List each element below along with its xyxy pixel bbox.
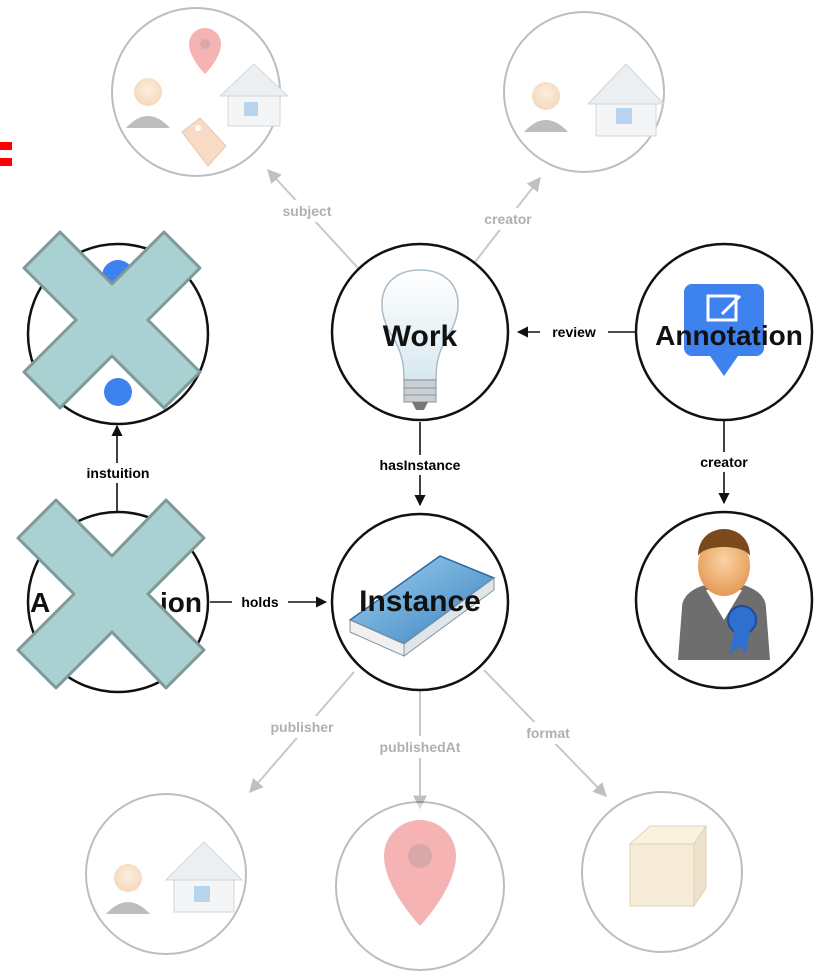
award-person-icon xyxy=(678,529,770,660)
house-icon xyxy=(164,841,244,913)
person-icon xyxy=(106,864,150,914)
node-label-instance: Instance xyxy=(359,585,481,618)
box-icon xyxy=(628,824,707,908)
node-publisher xyxy=(85,793,247,955)
person-icon xyxy=(126,78,170,128)
house-icon xyxy=(218,63,290,127)
book-icon xyxy=(348,555,496,657)
node-creator-top xyxy=(503,11,666,173)
house-icon xyxy=(586,63,666,137)
lightbulb-icon xyxy=(381,269,459,410)
edge-label-instuition: instuition xyxy=(87,465,150,481)
edge-label-hasInstance: hasInstance xyxy=(380,457,461,473)
node-label-partial-start: A xyxy=(30,587,50,618)
red-accent-mark xyxy=(0,142,12,166)
node-label-annotation: Annotation xyxy=(655,320,803,351)
node-work[interactable]: Work xyxy=(330,242,510,422)
map-pin-icon xyxy=(384,820,456,926)
map-pin-icon xyxy=(189,28,221,74)
node-label-work: Work xyxy=(383,320,458,353)
edge-label-publishedAt: publishedAt xyxy=(380,739,461,755)
tag-icon xyxy=(181,117,227,167)
node-format xyxy=(581,791,743,953)
edge-label-creator-right: creator xyxy=(700,454,748,470)
node-subject xyxy=(111,7,290,177)
cross-mark-top xyxy=(22,230,202,410)
node-publishedAt xyxy=(335,801,505,971)
edge-label-format: format xyxy=(526,725,570,741)
edge-label-subject: subject xyxy=(282,203,331,219)
edge-label-publisher: publisher xyxy=(270,719,334,735)
node-creator-right[interactable] xyxy=(634,510,814,690)
edge-label-holds: holds xyxy=(241,594,279,610)
person-icon xyxy=(524,82,568,132)
node-annotation[interactable]: Annotation xyxy=(634,242,814,422)
node-instance[interactable]: Instance xyxy=(330,512,510,692)
edit-icon xyxy=(684,284,764,376)
edge-label-creator-top: creator xyxy=(484,211,532,227)
cross-mark-bottom xyxy=(16,498,206,690)
edge-label-review: review xyxy=(552,324,596,340)
